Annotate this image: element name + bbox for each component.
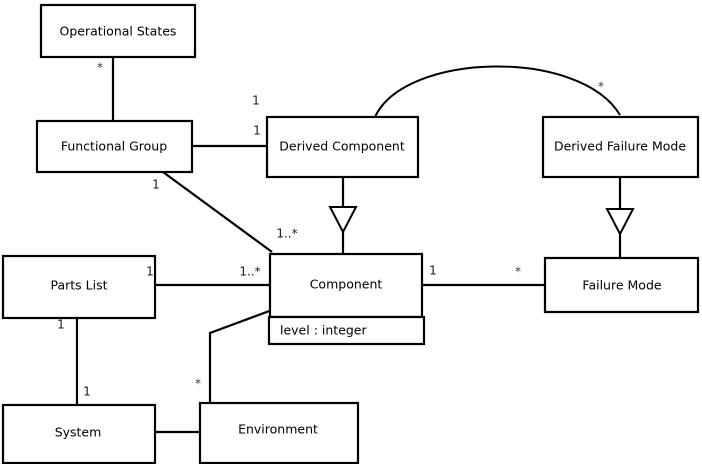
class-name-derived-failure-mode: Derived Failure Mode	[554, 139, 686, 154]
class-box-derived-component[interactable]: Derived Component	[265, 115, 420, 179]
multiplicity-component-failure-mode: 1	[429, 264, 437, 278]
multiplicity-operational-states: *	[97, 61, 103, 75]
multiplicity-failure-mode-from-component: *	[515, 265, 521, 279]
multiplicity-environment-component: *	[195, 377, 201, 391]
class-box-component-attributes-rect	[267, 315, 426, 346]
class-name-functional-group: Functional Group	[61, 139, 167, 154]
class-box-derived-failure-mode-rect	[541, 115, 700, 179]
class-box-functional-group[interactable]: Functional Group	[35, 119, 194, 174]
multiplicity-derived-component-arc: 1	[252, 94, 260, 108]
multiplicity-parts-list-right: 1	[146, 265, 154, 279]
class-box-parts-list-rect	[1, 254, 157, 320]
link-functional-group-component	[162, 171, 273, 253]
class-name-environment: Environment	[238, 422, 318, 437]
class-box-component[interactable]: Component level : integer	[267, 252, 426, 346]
class-name-component: Component	[310, 277, 383, 292]
class-box-system-rect	[1, 403, 157, 464]
link-environment-component	[208, 308, 273, 405]
class-box-parts-list[interactable]: Parts List	[1, 254, 157, 320]
class-name-system: System	[55, 425, 102, 440]
class-box-functional-group-rect	[35, 119, 194, 174]
class-name-derived-component: Derived Component	[279, 139, 405, 154]
class-box-derived-failure-mode[interactable]: Derived Failure Mode	[541, 115, 700, 179]
multiplicity-system-parts-list: 1	[83, 385, 91, 399]
class-box-environment-rect	[198, 401, 360, 464]
multiplicity-derived-failure-mode-arc: *	[598, 80, 604, 94]
class-box-failure-mode[interactable]: Failure Mode	[543, 256, 700, 314]
class-box-operational-states[interactable]: Operational States	[39, 3, 197, 59]
multiplicity-functional-group-component: 1	[152, 178, 160, 192]
multiplicity-component-from-functional-group: 1..*	[276, 227, 297, 241]
multiplicity-parts-list-system: 1	[57, 318, 65, 332]
multiplicity-parts-list-component: 1..*	[239, 265, 260, 279]
class-box-system[interactable]: System	[1, 403, 157, 464]
class-box-derived-component-rect	[265, 115, 420, 179]
class-name-failure-mode: Failure Mode	[582, 278, 661, 293]
generalization-arrow-icon-failure-mode	[605, 208, 635, 237]
class-name-operational-states: Operational States	[60, 24, 177, 39]
link-derived-component-derived-failure-mode	[374, 65, 621, 118]
multiplicity-functional-group-derived-component: 1	[253, 124, 261, 138]
class-box-component-rect	[268, 252, 424, 319]
class-box-operational-states-rect	[39, 3, 197, 59]
class-attribute-component-level: level : integer	[280, 323, 367, 338]
class-box-environment[interactable]: Environment	[198, 401, 360, 464]
class-name-parts-list: Parts List	[50, 278, 107, 293]
class-box-failure-mode-rect	[543, 256, 700, 314]
generalization-arrow-icon-component	[328, 206, 358, 235]
